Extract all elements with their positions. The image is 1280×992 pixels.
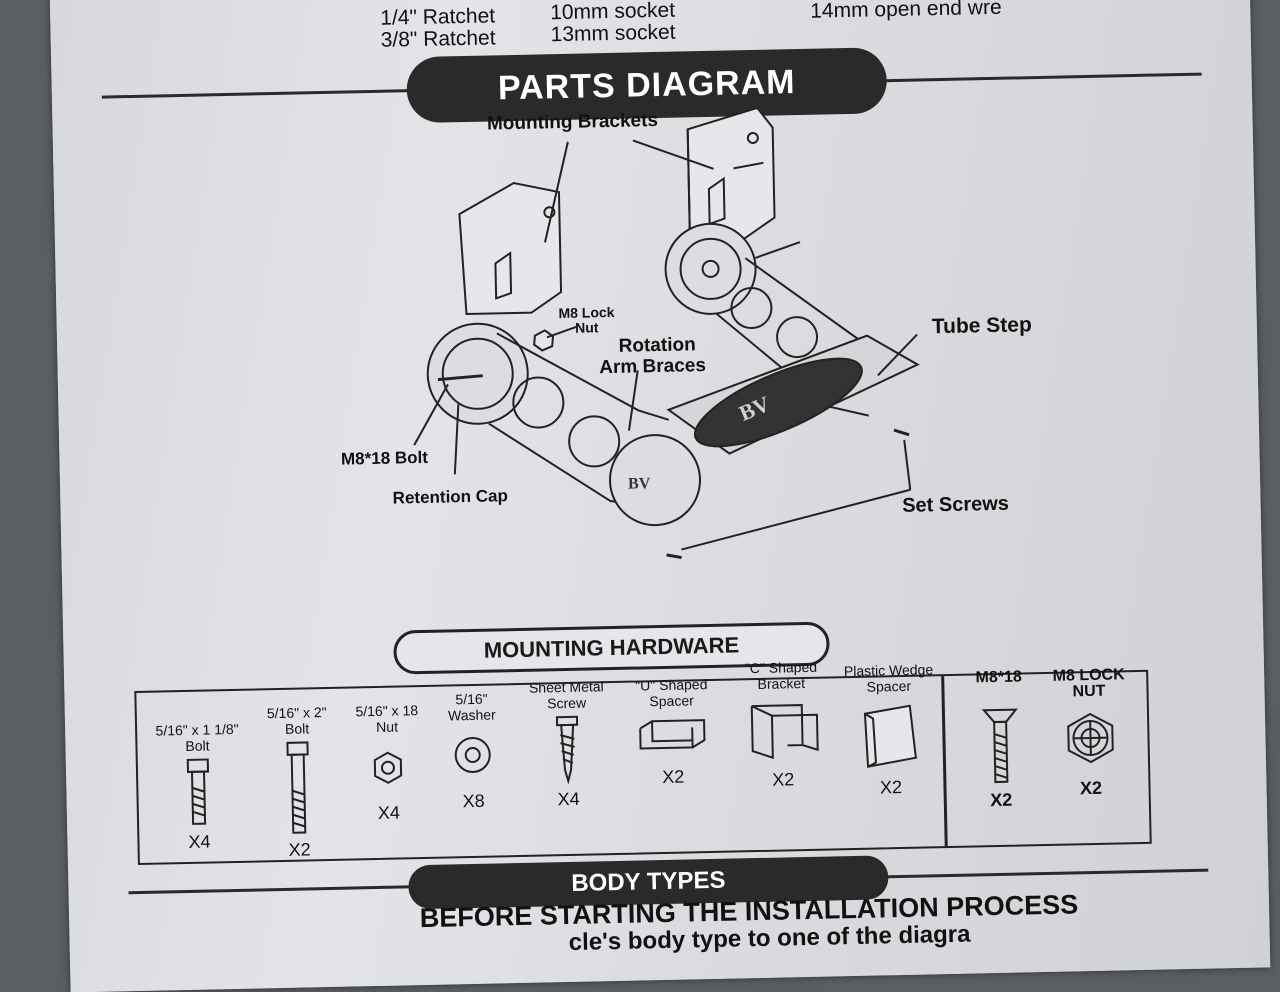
washer-icon — [454, 736, 491, 773]
long-bolt-icon — [286, 741, 309, 834]
hardware-washer: 5/16" Washer X8 — [447, 690, 496, 812]
mounting-hardware-table: 5/16" x 1 1/8" Bolt X4 5/16" x 2" Bolt X… — [134, 659, 1152, 866]
callout-arm-braces: Arm Braces — [599, 355, 707, 379]
hardware-bolt-short: 5/16" x 1 1/8" Bolt X4 — [155, 720, 239, 852]
hardware-m8-bolt: M8*18 X2 — [975, 668, 1023, 811]
parts-diagram: BV BV — [302, 102, 1052, 587]
tool-ratchet-three-eighths: 3/8" Ratchet — [380, 26, 496, 52]
step-assembly-illustration: BV BV — [413, 106, 920, 560]
tool-socket-10mm: 10mm socket — [549, 0, 676, 25]
countersunk-bolt-icon — [981, 708, 1018, 784]
hardware-bolt-long: 5/16" x 2" Bolt X2 — [266, 704, 327, 860]
callout-tube-step: Tube Step — [931, 313, 1033, 339]
callout-m8-bolt: M8*18 Bolt — [340, 447, 429, 469]
u-spacer-icon — [639, 719, 706, 750]
banner-rule-right — [871, 72, 1202, 83]
brand-logo-cap: BV — [628, 475, 651, 492]
c-bracket-icon — [750, 704, 819, 760]
screw-icon — [555, 715, 579, 785]
tool-ratchet-quarter: 1/4" Ratchet — [380, 4, 496, 30]
lock-nut-icon — [1066, 712, 1114, 764]
hardware-u-spacer: "U" Shaped Spacer X2 — [621, 676, 723, 788]
tools-list: 1/4" Ratchet 3/8" Ratchet 10mm socket 13… — [50, 0, 1251, 53]
hardware-c-bracket: "C" Shaped Bracket X2 — [731, 658, 834, 790]
callout-m8-lock-nut-line2: Nut — [574, 319, 599, 336]
tool-open-end-wrench: 14mm open end wre — [809, 0, 1002, 23]
callout-mounting-brackets: Mounting Brackets — [486, 109, 659, 135]
instruction-page: 1/4" Ratchet 3/8" Ratchet 10mm socket 13… — [49, 0, 1271, 992]
body-banner-rule-right — [868, 868, 1209, 879]
bolt-icon — [186, 758, 210, 825]
hardware-wedge-spacer: Plastic Wedge Spacer X2 — [843, 661, 934, 798]
hardware-m8-lock-nut: M8 LOCK NUT X2 — [1052, 666, 1125, 799]
body-banner-rule-left — [128, 884, 429, 895]
hex-nut-icon — [373, 751, 403, 784]
wedge-spacer-icon — [863, 704, 917, 768]
banner-rule-left — [101, 88, 422, 99]
callout-retention-cap: Retention Cap — [392, 486, 509, 508]
callout-set-screws: Set Screws — [901, 492, 1010, 517]
hardware-sheet-metal-screw: Sheet Metal Screw X4 — [528, 678, 604, 810]
hardware-nut: 5/16" x 18 Nut X4 — [355, 702, 419, 823]
tool-socket-13mm: 13mm socket — [550, 20, 676, 47]
